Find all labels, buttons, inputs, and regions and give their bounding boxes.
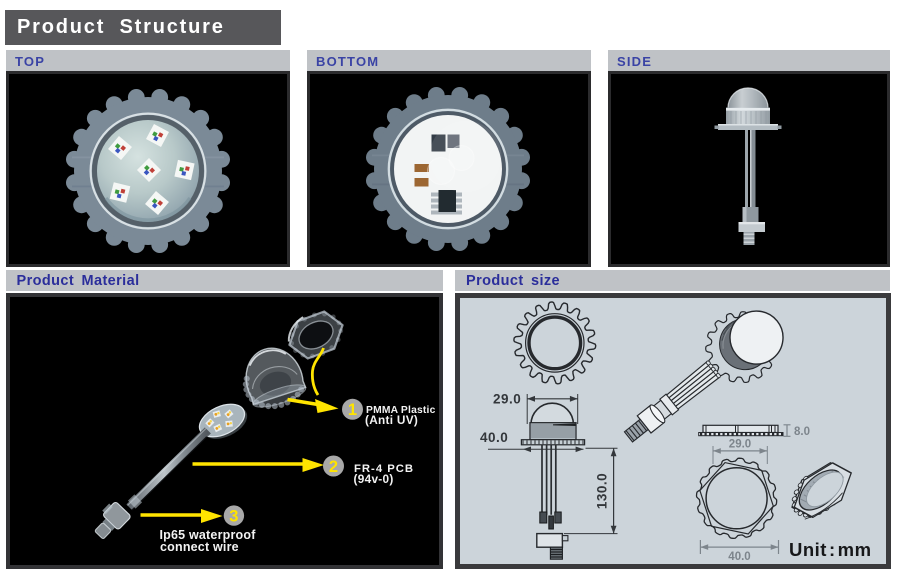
svg-text:Unit:mm: Unit:mm [789, 539, 872, 560]
svg-text:29.0: 29.0 [493, 392, 521, 407]
svg-text:PMMA Plastic: PMMA Plastic [366, 405, 436, 416]
svg-text:FR-4 PCB: FR-4 PCB [354, 463, 414, 475]
svg-text:3: 3 [229, 508, 238, 526]
svg-text:connect wire: connect wire [160, 540, 239, 554]
svg-text:40.0: 40.0 [480, 430, 508, 445]
svg-text:(Anti UV): (Anti UV) [365, 413, 418, 427]
svg-text:130.0: 130.0 [595, 473, 610, 509]
svg-text:8.0: 8.0 [794, 426, 810, 438]
svg-text:29.0: 29.0 [729, 439, 751, 451]
svg-text:2: 2 [328, 458, 337, 476]
svg-text:(94v-0): (94v-0) [353, 472, 393, 486]
svg-text:40.0: 40.0 [728, 551, 750, 563]
svg-text:Ip65 waterproof: Ip65 waterproof [159, 528, 256, 542]
svg-text:1: 1 [347, 401, 356, 419]
